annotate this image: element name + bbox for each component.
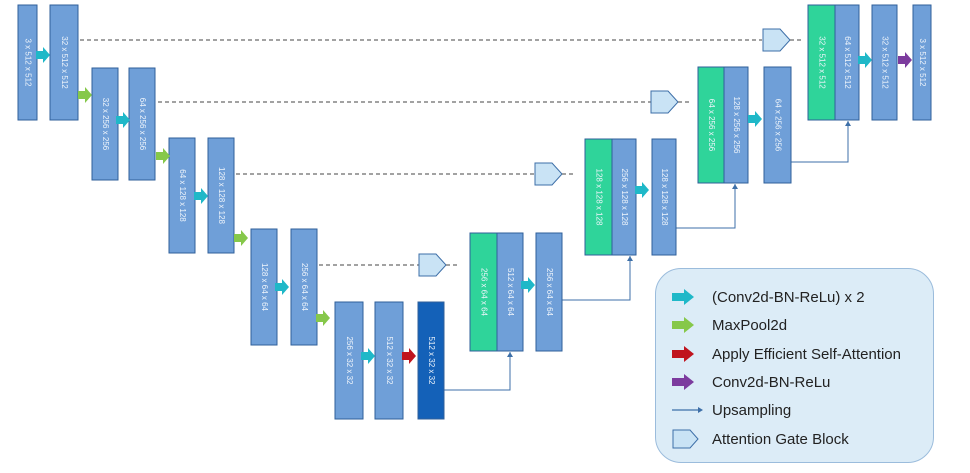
feature-map-label: 64 x 128 x 128 [178, 169, 187, 222]
feature-map-block [49, 4, 79, 121]
legend-label-conv-single: Conv2d-BN-ReLu [712, 373, 831, 391]
feature-map-label: 3 x 512 x 512 [918, 38, 927, 87]
feature-map-block [496, 232, 524, 352]
feature-map-label: 32 x 256 x 256 [101, 98, 110, 151]
feature-map-label: 128 x 128 x 128 [594, 169, 603, 226]
conv-single-arrow [898, 52, 912, 68]
upsampling-connector [444, 352, 511, 391]
attention-gate-block [650, 90, 679, 114]
feature-map-label: 256 x 64 x 64 [545, 268, 554, 317]
conv-x2-arrow [361, 348, 375, 364]
feature-map-block [834, 4, 860, 121]
feature-map-label: 128 x 128 x 128 [660, 169, 669, 226]
conv-x2-arrow [858, 52, 872, 68]
upsample-arrow-icon [672, 399, 712, 421]
feature-map-block [697, 66, 725, 184]
legend-box: (Conv2d-BN-ReLu) x 2 MaxPool2d Apply Eff… [655, 268, 934, 463]
feature-map-label: 512 x 32 x 32 [385, 336, 394, 385]
feature-map-block [871, 4, 898, 121]
feature-map-label: 256 x 128 x 128 [620, 169, 629, 226]
feature-map-block [611, 138, 637, 256]
feature-map-block [17, 4, 38, 121]
feature-map-block [334, 301, 364, 420]
feature-map-label: 128 x 128 x 128 [217, 167, 226, 224]
upsampling-connector [676, 184, 736, 229]
conv-x2-arrow [36, 47, 50, 63]
legend-label-upsampling: Upsampling [712, 401, 792, 419]
feature-map-label: 256 x 32 x 32 [345, 336, 354, 385]
feature-map-label: 32 x 512 x 512 [880, 36, 889, 89]
feature-map-block [651, 138, 677, 256]
legend-item-upsampling: Upsampling [672, 399, 791, 421]
legend-item-conv-single: Conv2d-BN-ReLu [672, 371, 830, 393]
feature-map-block [912, 4, 932, 121]
upsampling-arrowhead [732, 184, 738, 189]
feature-map-label: 512 x 32 x 32 [427, 336, 436, 385]
attention-gate-block [418, 253, 447, 277]
feature-map-block [723, 66, 749, 184]
feature-map-block [168, 137, 196, 254]
upsampling-connector [791, 121, 849, 163]
conv-x2-arrow [194, 188, 208, 204]
feature-map-label: 3 x 512 x 512 [23, 38, 32, 87]
conv-x2-arrow [748, 111, 762, 127]
conv-x2-arrow [521, 277, 535, 293]
feature-map-block [290, 228, 318, 346]
feature-map-block [128, 67, 156, 181]
pool-arrow-icon [672, 314, 712, 336]
legend-item-attention: Apply Efficient Self-Attention [672, 343, 901, 365]
conv-x2-arrow [635, 182, 649, 198]
feature-map-block [250, 228, 278, 346]
feature-map-block [417, 301, 445, 420]
conv-x2-arrow [275, 279, 289, 295]
feature-map-label: 256 x 64 x 64 [479, 268, 488, 317]
feature-map-label: 64 x 256 x 256 [138, 98, 147, 151]
upsampling-arrowhead [627, 256, 633, 261]
legend-item-maxpool: MaxPool2d [672, 314, 787, 336]
conv-arrow-icon [672, 286, 712, 308]
legend-label-maxpool: MaxPool2d [712, 316, 788, 334]
feature-map-label: 64 x 256 x 256 [707, 99, 716, 152]
feature-map-label: 64 x 256 x 256 [773, 99, 782, 152]
maxpool-arrow [78, 87, 92, 103]
legend-item-conv-x2: (Conv2d-BN-ReLu) x 2 [672, 286, 865, 308]
feature-map-block [584, 138, 613, 256]
attention-arrow-icon [672, 343, 712, 365]
legend-label-attention: Apply Efficient Self-Attention [712, 345, 901, 363]
maxpool-arrow [156, 148, 170, 164]
attention-gate-block [534, 162, 563, 186]
feature-map-label: 256 x 64 x 64 [300, 263, 309, 312]
conv-single-arrow-icon [672, 371, 712, 393]
feature-map-label: 64 x 512 x 512 [843, 36, 852, 89]
feature-map-block [374, 301, 404, 420]
feature-map-label: 512 x 64 x 64 [506, 268, 515, 317]
feature-map-block [91, 67, 119, 181]
attention-arrow [402, 348, 416, 364]
legend-label-conv-x2: (Conv2d-BN-ReLu) x 2 [712, 288, 865, 306]
maxpool-arrow [316, 310, 330, 326]
feature-map-label: 128 x 256 x 256 [732, 97, 741, 154]
upsampling-arrowhead [507, 352, 513, 357]
feature-map-label: 32 x 512 x 512 [817, 36, 826, 89]
attention-gate-block [762, 28, 791, 52]
legend-label-gate: Attention Gate Block [712, 430, 849, 448]
upsampling-arrowhead [845, 121, 851, 126]
feature-map-label: 128 x 64 x 64 [260, 263, 269, 312]
feature-map-label: 32 x 512 x 512 [60, 36, 69, 89]
upsampling-connector [562, 256, 631, 301]
gate-block-icon [672, 428, 712, 450]
conv-x2-arrow [116, 112, 130, 128]
feature-map-block [763, 66, 792, 184]
feature-map-block [535, 232, 563, 352]
legend-item-gate: Attention Gate Block [672, 428, 849, 450]
feature-map-block [207, 137, 235, 254]
maxpool-arrow [234, 230, 248, 246]
feature-map-block [469, 232, 498, 352]
